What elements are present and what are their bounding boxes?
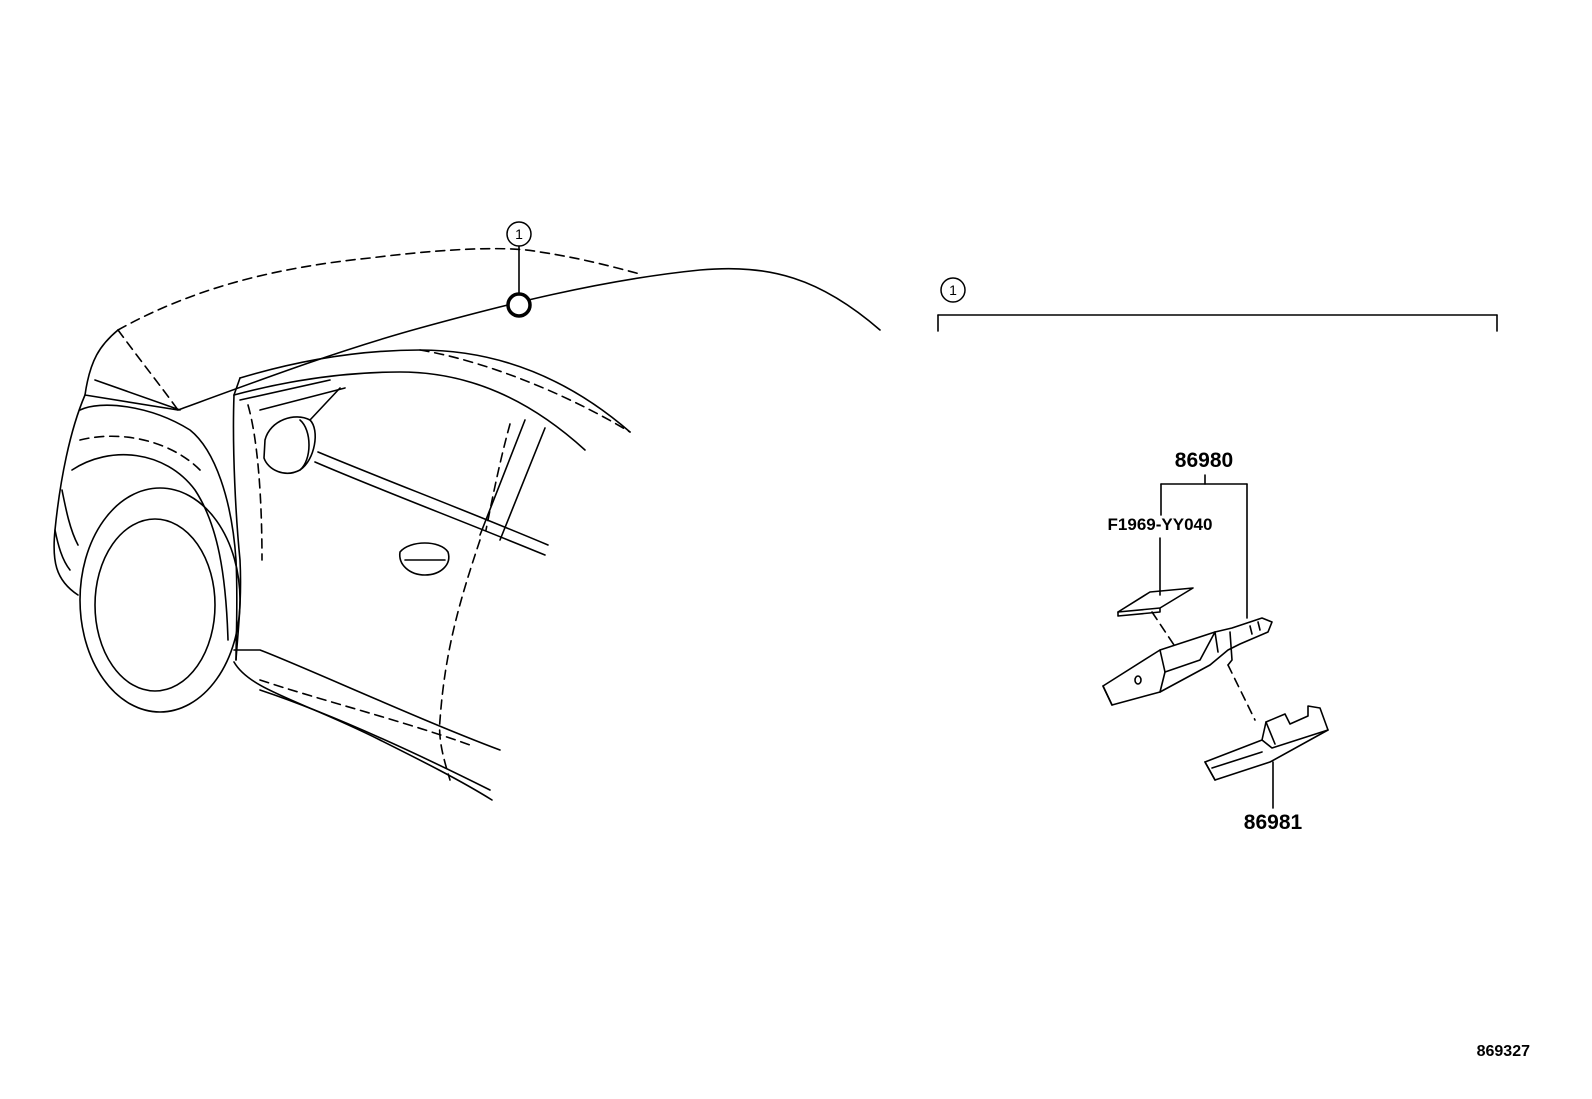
adhesive-pad bbox=[1117, 587, 1194, 649]
antenna-bracket: 86981 bbox=[1204, 705, 1329, 834]
callout-1-circle-icon bbox=[506, 221, 532, 247]
detail-view-bracket: 1 bbox=[937, 277, 1498, 332]
illustration-id: 869327 bbox=[1477, 1043, 1530, 1060]
callout-1-label: 1 bbox=[515, 226, 523, 242]
part-number-86981: 86981 bbox=[1244, 811, 1303, 834]
callout-1-detail-circle-icon bbox=[940, 277, 966, 303]
antenna-module bbox=[1102, 617, 1273, 721]
part-number-f1969-yy040: F1969-YY040 bbox=[1108, 515, 1213, 534]
antenna-location-marker-icon bbox=[506, 292, 532, 318]
vehicle-illustration bbox=[53, 247, 881, 801]
callout-1-detail-label: 1 bbox=[949, 282, 957, 298]
assembly-callout: 86980 F1969-YY040 bbox=[1108, 449, 1248, 619]
roof-location-callout: 1 bbox=[506, 221, 532, 318]
part-number-86980: 86980 bbox=[1175, 449, 1233, 472]
